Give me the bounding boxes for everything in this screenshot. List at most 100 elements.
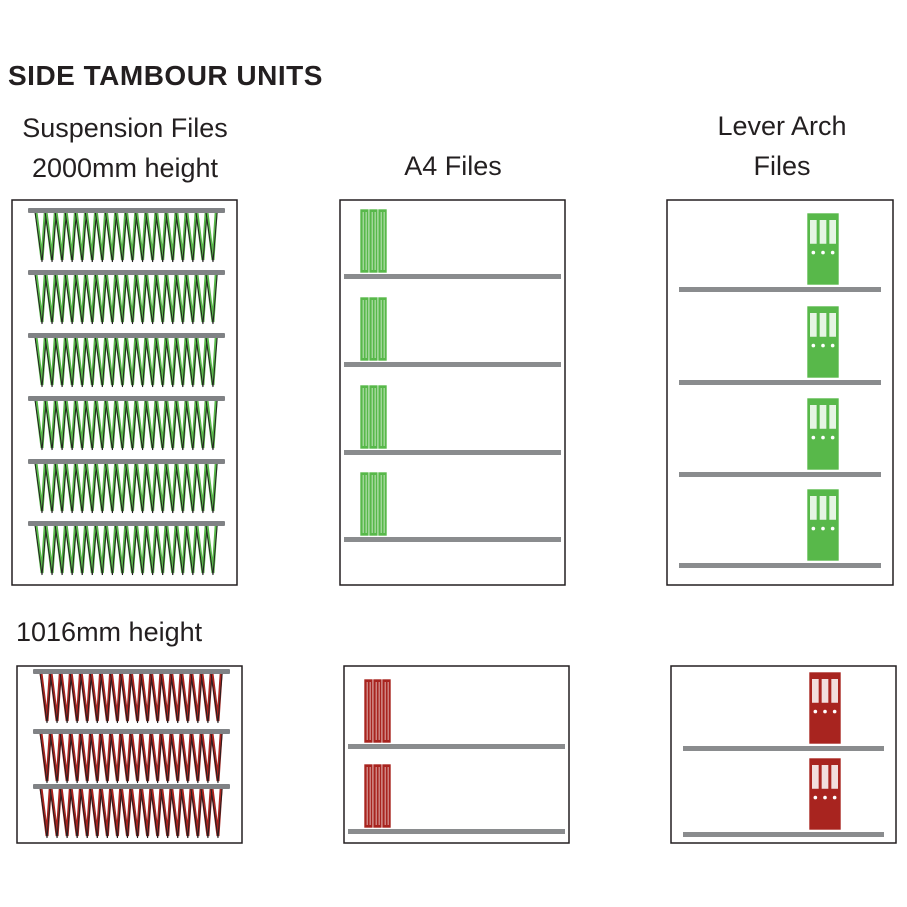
suspension-file-outline: [145, 524, 154, 576]
suspension-file-outline: [132, 273, 138, 325]
suspension-file-outline: [51, 336, 57, 388]
suspension-file-outline: [197, 672, 203, 724]
suspension-file-outline: [84, 462, 93, 514]
suspension-file-outline: [182, 211, 188, 263]
suspension-file-outline: [34, 524, 43, 576]
a4-2000-shelf-row-1: [344, 208, 561, 279]
suspension-file-outline: [106, 732, 113, 784]
a4-file: [377, 296, 388, 362]
suspension-file-outline: [212, 462, 218, 514]
suspension-file-outline: [212, 399, 218, 451]
suspension-file-outline: [89, 672, 98, 724]
suspension-file-outline: [111, 336, 118, 388]
suspension-file-outline: [185, 211, 194, 263]
suspension-file-outline: [44, 336, 53, 388]
suspension-file-outline: [119, 787, 128, 839]
suspension-file-outline: [150, 787, 159, 839]
a4-2000-shelf-row-4: [344, 471, 561, 542]
suspension-files-label-line2: 2000mm height: [31, 153, 219, 183]
suspension-file-outline: [132, 211, 138, 263]
suspension-file-outline: [180, 787, 189, 839]
suspension-1016-rail-row-2: [33, 729, 230, 784]
suspension-file-outline: [49, 787, 58, 839]
suspension-file-outline: [125, 211, 134, 263]
suspension-file-outline: [192, 399, 198, 451]
suspension-file-outline: [56, 672, 62, 724]
suspension-2000-rail-row-4: [28, 396, 225, 451]
suspension-file-outline: [59, 672, 68, 724]
suspension-file-outline: [190, 732, 199, 784]
suspension-file-outline: [132, 524, 138, 576]
suspension-files-label: Suspension Files 2000mm height: [0, 108, 250, 188]
suspension-file-outline: [39, 672, 48, 724]
suspension-file-outline: [202, 462, 208, 514]
suspension-file-outline: [132, 399, 138, 451]
lever-arch-2000-shelf-row-1: [679, 212, 881, 292]
suspension-file-outline: [195, 273, 204, 325]
suspension-file-outline: [175, 524, 184, 576]
suspension-file-outline: [79, 732, 88, 784]
suspension-2000-rail-row-3: [28, 333, 225, 388]
a4-file: [368, 471, 379, 537]
a4-file: [359, 208, 370, 274]
lever-arch-ring-hole: [811, 435, 816, 440]
suspension-file-outline: [51, 273, 57, 325]
suspension-file-outline: [126, 732, 133, 784]
lever-arch-2000-shelf-row-4: [679, 488, 881, 568]
lever-arch-spine-label: [810, 313, 817, 337]
suspension-file-outline: [74, 524, 83, 576]
suspension-file-outline: [150, 672, 159, 724]
suspension-file-outline: [121, 399, 128, 451]
suspension-file-outline: [101, 524, 108, 576]
suspension-file-outline: [104, 462, 113, 514]
suspension-file-outline: [81, 273, 87, 325]
lever-arch-ring-hole: [811, 250, 816, 255]
suspension-file-outline: [217, 672, 223, 724]
suspension-file-outline: [157, 732, 163, 784]
suspension-file-outline: [155, 524, 164, 576]
lever-arch-spine-label: [829, 220, 836, 244]
lever-arch-1016-shelf-row-2: [683, 757, 884, 837]
suspension-file-outline: [84, 211, 93, 263]
suspension-file-outline: [119, 672, 128, 724]
suspension-file-outline: [94, 336, 103, 388]
suspension-file-outline: [205, 211, 214, 263]
suspension-file-outline: [89, 787, 98, 839]
suspension-file-outline: [207, 732, 213, 784]
suspension-file-outline: [130, 672, 139, 724]
suspension-file-outline: [132, 336, 138, 388]
suspension-file-outline: [84, 273, 93, 325]
suspension-file-outline: [74, 273, 83, 325]
suspension-file-outline: [135, 462, 144, 514]
shelf: [679, 380, 881, 385]
shelf: [344, 362, 561, 367]
suspension-file-outline: [101, 336, 108, 388]
suspension-rail: [28, 396, 225, 401]
suspension-2000-rail-row-2: [28, 270, 225, 325]
suspension-2000-rail-row-5: [28, 459, 225, 514]
suspension-rail: [33, 669, 230, 674]
suspension-file-outline: [172, 273, 178, 325]
a4-files-label: A4 Files: [404, 151, 502, 181]
suspension-file-outline: [61, 336, 67, 388]
suspension-file-outline: [91, 524, 98, 576]
suspension-file-outline: [185, 524, 194, 576]
suspension-2000-frame: [11, 199, 238, 586]
lever-arch-ring-hole: [813, 709, 818, 714]
a4-file: [368, 208, 379, 274]
suspension-rail: [28, 459, 225, 464]
suspension-file-outline: [187, 787, 193, 839]
suspension-file-outline: [135, 336, 144, 388]
suspension-file-outline: [44, 399, 53, 451]
lever-arch-spine-label: [812, 765, 819, 789]
suspension-file-outline: [56, 787, 62, 839]
suspension-file-outline: [94, 273, 103, 325]
suspension-file-outline: [64, 336, 73, 388]
lever-arch-ring-hole: [832, 709, 837, 714]
a4-file: [359, 384, 370, 450]
a4-1016-shelf-row-2: [348, 763, 565, 834]
suspension-file-outline: [116, 787, 123, 839]
suspension-file-outline: [59, 732, 68, 784]
suspension-file-outline: [205, 336, 214, 388]
suspension-file-outline: [152, 524, 158, 576]
